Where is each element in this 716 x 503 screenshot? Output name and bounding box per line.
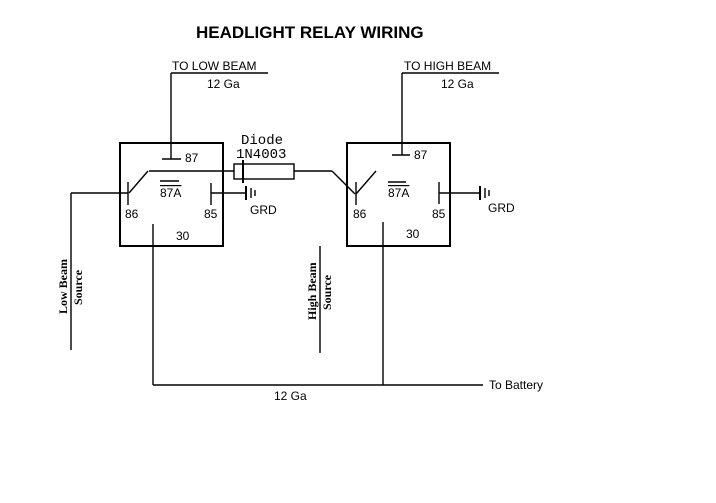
high-switch-arm [355, 170, 377, 195]
high-pin-85: 85 [432, 207, 446, 221]
low-pin-87: 87 [185, 151, 199, 165]
high-beam-output-label: TO HIGH BEAM [404, 59, 491, 73]
low-pin-86: 86 [125, 207, 139, 221]
high-beam-source-label: High Beam Source [305, 262, 334, 320]
low-beam-source-line1: Low Beam [56, 259, 70, 314]
diode-label: Diode [241, 133, 283, 149]
high-pin-30: 30 [406, 227, 420, 241]
high-pin-86: 86 [353, 207, 367, 221]
battery-label: To Battery [489, 378, 543, 392]
high-beam-relay: TO HIGH BEAM 12 Ga 87 87A 86 85 30 GRD [346, 59, 515, 247]
battery-bus: 12 Ga To Battery [152, 246, 543, 403]
high-beam-output-gauge: 12 Ga [441, 77, 474, 91]
low-beam-relay: TO LOW BEAM 12 Ga 87 87A 86 85 30 GRD [119, 59, 277, 247]
low-pin-30: 30 [176, 229, 190, 243]
diagram-title: HEADLIGHT RELAY WIRING [196, 23, 424, 42]
high-beam-source-line1: High Beam [305, 262, 319, 320]
low-beam-source-line2: Source [71, 269, 85, 305]
diode: Diode 1N4003 [149, 133, 356, 195]
low-beam-output-label: TO LOW BEAM [172, 59, 256, 73]
high-pin-87a: 87A [388, 186, 409, 200]
low-switch-arm [128, 170, 149, 194]
high-beam-source-line2: Source [320, 274, 334, 310]
diode-to-high-86 [331, 170, 356, 195]
low-beam-source-label: Low Beam Source [56, 259, 85, 314]
low-pin-87a: 87A [160, 186, 181, 200]
low-ground-label: GRD [250, 203, 277, 217]
high-pin-87: 87 [414, 148, 428, 162]
low-pin-85: 85 [204, 207, 218, 221]
low-beam-output-gauge: 12 Ga [207, 77, 240, 91]
high-relay-box [346, 142, 451, 247]
battery-gauge: 12 Ga [274, 389, 307, 403]
diode-part-number: 1N4003 [236, 147, 286, 163]
high-ground-label: GRD [488, 201, 515, 215]
